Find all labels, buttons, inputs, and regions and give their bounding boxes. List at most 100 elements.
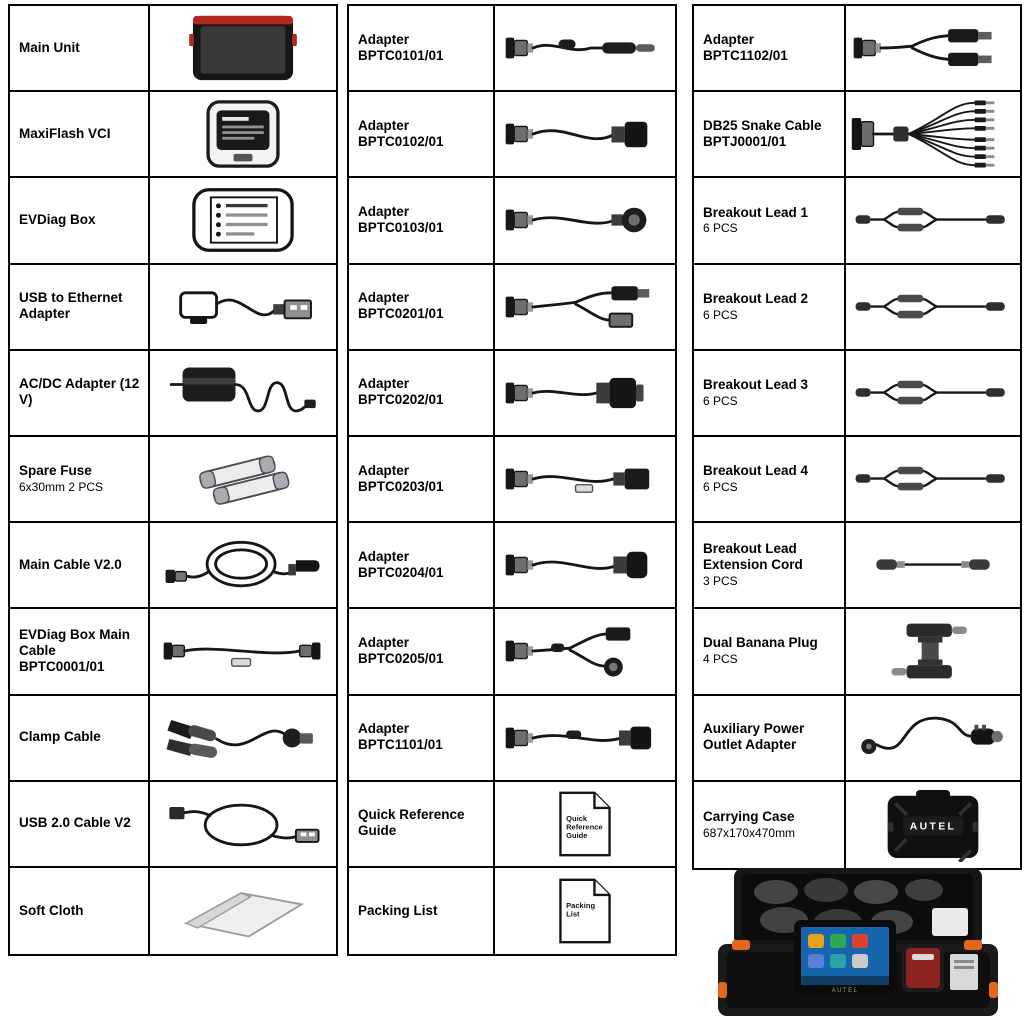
item-label-cell: Adapter BPTC0205/01 <box>349 609 495 694</box>
main-unit-icon <box>158 11 328 85</box>
item-code: BPTC0201/01 <box>358 306 444 322</box>
item-image-cell <box>846 523 1020 608</box>
item-image-cell <box>495 178 675 263</box>
item-title: Soft Cloth <box>19 902 84 918</box>
item-image-cell <box>150 436 336 522</box>
item-label-cell: Adapter BPTC1102/01 <box>694 6 846 91</box>
clamp-cable-icon <box>158 701 328 775</box>
item-code: BPTC0204/01 <box>358 564 444 580</box>
item-image-cell <box>495 264 675 349</box>
item-title: Adapter <box>358 548 410 564</box>
item-title: DB25 Snake Cable <box>703 117 822 133</box>
item-title: MaxiFlash VCI <box>19 125 111 141</box>
adapter-straight3-icon <box>500 528 670 602</box>
packing-item-row: Adapter BPTC1102/01 <box>694 6 1020 93</box>
packing-item-row: Adapter BPTC0201/01 <box>349 264 675 351</box>
packing-item-row: Adapter BPTC0205/01 <box>349 609 675 696</box>
item-title: Clamp Cable <box>19 729 101 745</box>
item-subtitle: 6x30mm 2 PCS <box>19 479 104 494</box>
item-label-cell: Carrying Case 687x170x470mm <box>694 781 846 868</box>
item-title: USB to Ethernet Adapter <box>19 290 123 322</box>
evdiag-cable-icon <box>158 614 328 688</box>
item-code: BPTC0205/01 <box>358 650 444 666</box>
item-title: Adapter <box>358 31 410 47</box>
packing-item-row: Dual Banana Plug 4 PCS <box>694 609 1020 696</box>
item-subtitle: 3 PCS <box>703 574 738 589</box>
item-image-cell <box>150 609 336 694</box>
item-image-cell <box>846 6 1020 91</box>
item-label-cell: Adapter BPTC0202/01 <box>349 350 495 435</box>
item-image-cell <box>846 350 1020 435</box>
usb-ethernet-icon <box>158 270 328 344</box>
item-label-cell: Quick Reference Guide <box>349 781 495 866</box>
item-label-cell: Clamp Cable <box>10 695 150 780</box>
photo-brand-text: AUTEL <box>832 988 859 994</box>
item-label-cell: MaxiFlash VCI <box>10 92 150 177</box>
packing-item-row: Main Cable V2.0 <box>10 523 336 610</box>
carrying-case-icon: AUTEL <box>848 788 1018 863</box>
item-label-cell: Main Cable V2.0 <box>10 523 150 608</box>
item-label-cell: Breakout Lead 2 6 PCS <box>694 264 846 349</box>
evdiag-box-icon <box>158 183 328 257</box>
item-label-cell: EVDiag Box <box>10 178 150 263</box>
item-title: Dual Banana Plug <box>703 635 818 651</box>
item-image-cell <box>846 695 1020 780</box>
item-image-cell <box>150 264 336 349</box>
extension-cord-icon <box>848 528 1018 602</box>
item-image-cell <box>846 92 1020 177</box>
item-label-cell: Dual Banana Plug 4 PCS <box>694 609 846 694</box>
item-code: BPTC0203/01 <box>358 478 444 494</box>
item-image-cell <box>150 92 336 177</box>
item-subtitle: 4 PCS <box>703 652 738 667</box>
item-label-cell: AC/DC Adapter (12 V) <box>10 350 150 435</box>
packing-item-row: Adapter BPTC1101/01 <box>349 695 675 782</box>
breakout-lead-icon <box>848 183 1018 257</box>
packing-item-row: Adapter BPTC0203/01 <box>349 436 675 524</box>
item-image-cell <box>846 609 1020 694</box>
aux-power-adapter-icon <box>848 701 1018 775</box>
item-subtitle: 687x170x470mm <box>703 825 796 840</box>
item-label-cell: Adapter BPTC0203/01 <box>349 436 495 522</box>
item-subtitle: 6 PCS <box>703 393 738 408</box>
item-title: USB 2.0 Cable V2 <box>19 815 131 831</box>
maxiflash-vci-icon <box>158 97 328 171</box>
packing-item-row: Clamp Cable <box>10 695 336 782</box>
adapter-straight2-icon <box>500 442 670 516</box>
open-case-illustration: AUTEL <box>718 868 998 1016</box>
item-image-cell <box>846 436 1020 522</box>
item-title: Main Cable V2.0 <box>19 556 122 572</box>
item-title: Adapter <box>358 376 410 392</box>
breakout-lead-icon <box>848 442 1018 516</box>
packing-item-row: Main Unit <box>10 6 336 93</box>
item-title: AC/DC Adapter (12 V) <box>19 376 140 408</box>
packing-item-row: USB 2.0 Cable V2 <box>10 781 336 868</box>
carrying-case-photo: AUTEL <box>700 868 1014 1018</box>
item-code: BPTC0103/01 <box>358 219 444 235</box>
item-title: Spare Fuse <box>19 463 92 479</box>
item-label-cell: Adapter BPTC0204/01 <box>349 523 495 608</box>
item-image-cell <box>495 436 675 522</box>
item-image-cell <box>495 609 675 694</box>
item-code: BPTC1101/01 <box>358 737 443 753</box>
item-label-cell: Spare Fuse 6x30mm 2 PCS <box>10 436 150 522</box>
packing-item-row: EVDiag Box <box>10 178 336 265</box>
item-label-cell: Soft Cloth <box>10 867 150 955</box>
packing-item-row: Auxiliary Power Outlet Adapter <box>694 695 1020 782</box>
item-code: BPTJ0001/01 <box>703 133 787 149</box>
banana-plug-icon <box>848 614 1018 688</box>
packing-column-3: Adapter BPTC1102/01 DB25 Snake Cable BPT… <box>692 4 1022 870</box>
item-title: Adapter <box>358 462 410 478</box>
svg-text:AUTEL: AUTEL <box>910 822 956 833</box>
adapter-ferrite-icon <box>500 11 670 85</box>
item-title: Breakout Lead Extension Cord <box>703 541 803 573</box>
adapter-y2-icon <box>500 270 670 344</box>
item-image-cell <box>495 695 675 780</box>
item-image-cell <box>495 6 675 91</box>
packing-item-row: Carrying Case 687x170x470mm AUTEL <box>694 781 1020 868</box>
item-label-cell: Breakout Lead 1 6 PCS <box>694 178 846 263</box>
acdc-adapter-icon <box>158 356 328 430</box>
